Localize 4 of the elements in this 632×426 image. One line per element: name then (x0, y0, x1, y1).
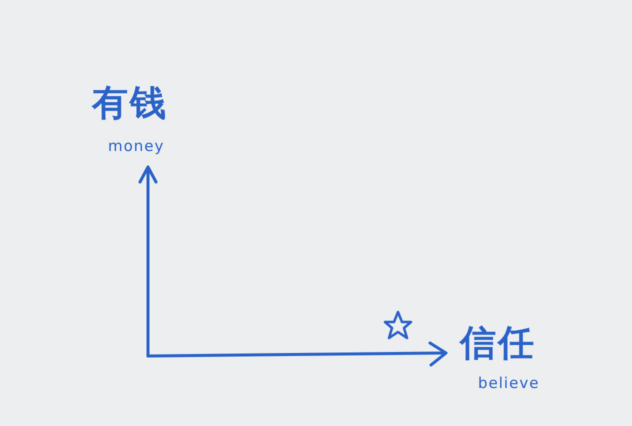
axis-title: 信任 (460, 326, 536, 362)
axis-title: 有钱 (92, 86, 168, 122)
axis-subtitle: money (108, 139, 164, 154)
axis-subtitle: believe (478, 376, 540, 391)
